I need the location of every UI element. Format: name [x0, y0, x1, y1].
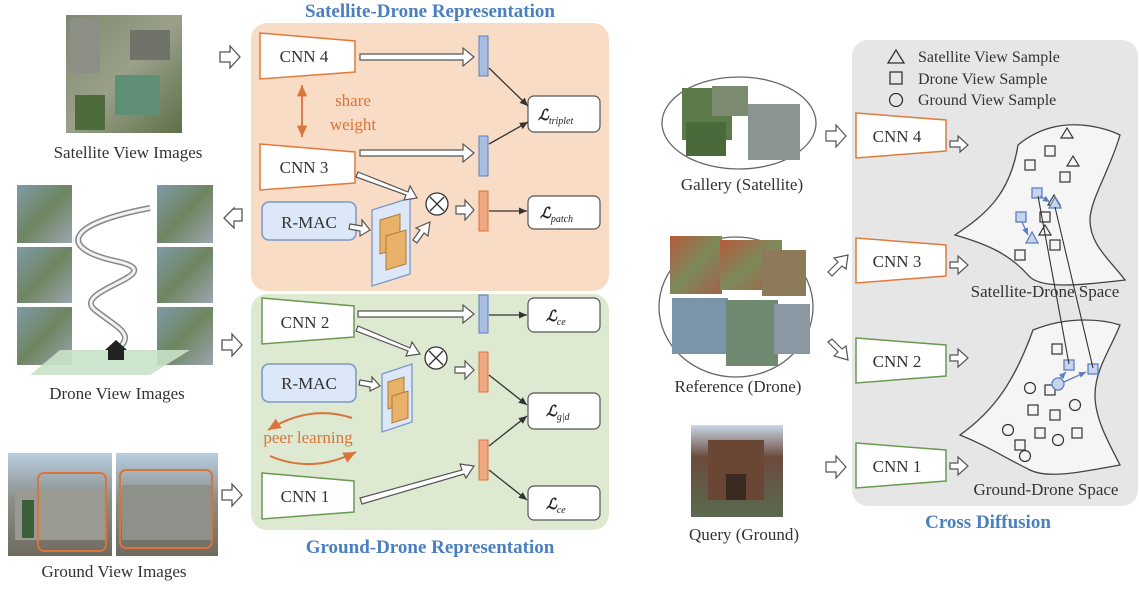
cnn2-right-block	[855, 337, 947, 384]
satellite-drone-space-label: Satellite-Drone Space	[971, 282, 1120, 301]
query-caption: Query (Ground)	[689, 525, 799, 544]
hollow-arrows-bottom	[355, 303, 476, 505]
cnn3-label: CNN 3	[280, 158, 329, 177]
feature-cnn1	[478, 439, 489, 481]
satellite-view-caption: Satellite View Images	[54, 143, 203, 162]
legend-circle-icon	[888, 92, 904, 108]
gallery-ellipse	[661, 76, 817, 170]
arrow-patch-gd	[488, 374, 528, 406]
cnn2-right-label: CNN 2	[873, 352, 922, 371]
drone-images	[17, 185, 213, 375]
cnn1-right-label: CNN 1	[873, 457, 922, 476]
ground-drone-space	[958, 319, 1121, 475]
loss-patch: ℒpatch	[540, 206, 573, 225]
ground-view-caption: Ground View Images	[41, 562, 186, 581]
legend: Satellite View Sample Drone View Sample …	[886, 48, 1060, 109]
satellite-drone-highlight	[1015, 187, 1063, 244]
cnn2-block	[261, 297, 355, 345]
loss-ce-bottom: ℒce	[546, 497, 566, 516]
cross-link-1	[1037, 195, 1070, 365]
multiply-icon-top	[425, 192, 449, 216]
cross-diffusion-title: Cross Diffusion	[925, 512, 1051, 533]
legend-triangle-icon	[886, 48, 906, 64]
satellite-image	[66, 15, 182, 133]
arrow-cnn4-triplet	[488, 67, 529, 107]
loss-ce-top: ℒce	[546, 309, 566, 328]
rmac-bottom-label: R-MAC	[281, 374, 337, 393]
legend-satellite: Satellite View Sample	[918, 49, 1060, 66]
input-arrow-icons	[219, 44, 243, 508]
ground-drone-highlight	[1051, 359, 1099, 391]
cnn4-right-block	[855, 112, 947, 159]
cnn1-block	[261, 472, 355, 520]
loss-patch-box	[527, 195, 601, 230]
reference-caption: Reference (Drone)	[675, 377, 802, 396]
rmac-top-block	[261, 201, 357, 241]
legend-square-icon	[889, 71, 903, 85]
ground-drone-panel	[251, 294, 609, 530]
reference-images	[670, 236, 810, 366]
peer-learning-arrow-bottom	[269, 451, 357, 465]
drone-view-caption: Drone View Images	[49, 384, 185, 403]
cnn2-label: CNN 2	[281, 313, 330, 332]
feature-cnn3	[478, 135, 489, 177]
peer-learning-arrow-top	[267, 412, 353, 431]
feature-patch-bottom	[478, 351, 489, 393]
patch-map-bottom	[381, 363, 413, 433]
gallery-images	[682, 86, 800, 160]
cnn3-right-block	[855, 237, 947, 284]
feature-cnn4	[478, 35, 489, 77]
arrow-cnn1-gd	[488, 415, 528, 447]
cnn4-label: CNN 4	[280, 47, 329, 66]
share-weight-text-1: share	[335, 91, 371, 110]
share-weight-text-2: weight	[330, 115, 377, 134]
arrow-cnn3-triplet	[488, 121, 529, 145]
multiply-icon-bottom	[424, 346, 448, 370]
cnn1-label: CNN 1	[281, 487, 330, 506]
hollow-arrows-right	[825, 123, 849, 480]
satellite-drone-title: Satellite-Drone Representation	[305, 1, 555, 22]
ground-drone-samples	[1001, 343, 1083, 463]
feature-cnn2	[478, 294, 489, 334]
hollow-arrows-space	[949, 134, 969, 477]
cnn3-right-label: CNN 3	[873, 252, 922, 271]
cnn4-right-label: CNN 4	[873, 127, 922, 146]
arrow-cnn1-ce	[488, 469, 528, 501]
cross-link-2	[1054, 206, 1094, 369]
legend-drone: Drone View Sample	[918, 71, 1047, 88]
cnn4-block	[259, 32, 356, 80]
loss-gd: ℒg|d	[546, 404, 571, 423]
rmac-top-label: R-MAC	[281, 213, 337, 232]
loss-triplet: ℒtriplet	[538, 108, 573, 127]
peer-learning-label: peer learning	[263, 428, 353, 447]
rmac-bottom-block	[261, 363, 357, 403]
cnn3-block	[259, 143, 356, 191]
loss-ce-bottom-box	[527, 485, 601, 521]
loss-gd-box	[527, 392, 601, 430]
gallery-caption: Gallery (Satellite)	[681, 175, 803, 194]
ground-drone-space-label: Ground-Drone Space	[974, 480, 1119, 499]
reference-ellipse	[658, 236, 814, 378]
legend-ground: Ground View Sample	[918, 92, 1056, 109]
loss-ce-top-box	[527, 297, 601, 333]
loss-triplet-box	[527, 95, 601, 133]
ground-drone-title: Ground-Drone Representation	[306, 537, 555, 558]
cnn1-right-block	[855, 442, 947, 489]
hollow-arrows-top	[348, 46, 475, 244]
patch-map-top	[371, 197, 411, 287]
query-image	[691, 425, 783, 517]
feature-patch	[478, 190, 489, 232]
ground-images	[8, 453, 218, 556]
